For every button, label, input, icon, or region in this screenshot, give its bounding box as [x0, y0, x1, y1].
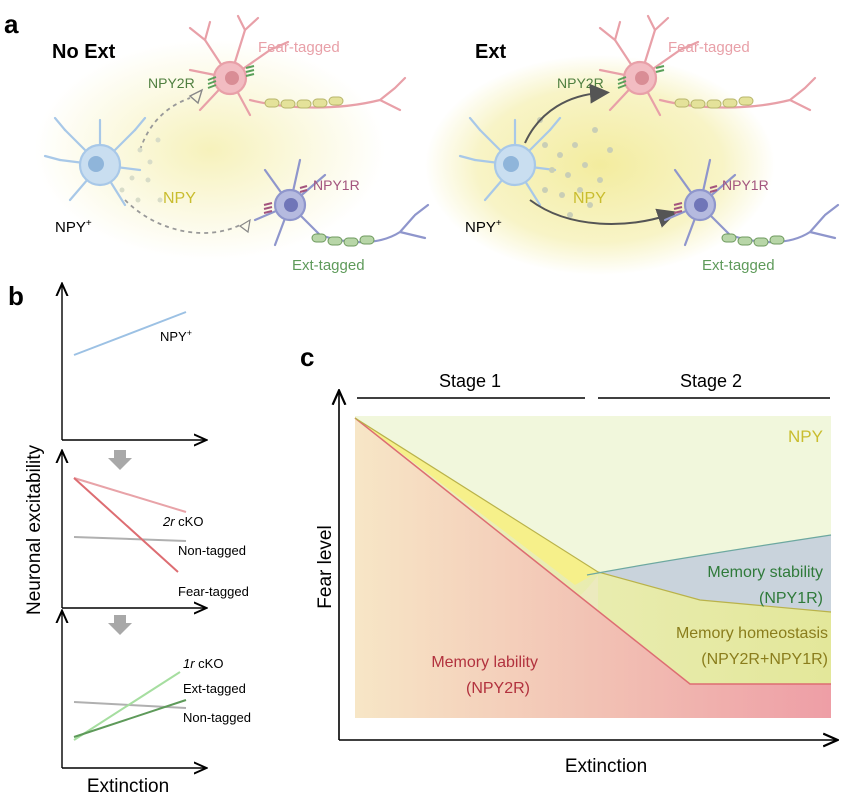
ext-axon-myelin-left — [311, 233, 375, 247]
npy-path-to-fear-left — [139, 97, 191, 151]
memory-lability-sub-label: (NPY2R) — [466, 680, 530, 697]
panel-b-top-plot: NPY+ — [62, 285, 205, 440]
fear-axon-myelin-left — [264, 96, 344, 109]
npy2r-label-left: NPY2R — [148, 75, 195, 91]
ext-tagged-label-right: Ext-tagged — [702, 257, 775, 274]
b-1r-cko-label: 1r cKO — [183, 656, 223, 671]
panel-b-xlabel: Extinction — [87, 776, 169, 797]
panel-c-plot — [339, 392, 836, 740]
npy-neuron-right — [458, 116, 562, 207]
npy2r-receptor-right — [617, 65, 665, 89]
stage-1-label: Stage 1 — [439, 371, 501, 391]
npy-plus-line — [73, 311, 187, 356]
memory-homeostasis-sub-label: (NPY2R+NPY1R) — [701, 651, 828, 668]
ext-title: Ext — [475, 41, 506, 63]
panel-b-bottom-plot: 1r cKO Ext-tagged Non-tagged — [62, 612, 251, 768]
panel-a-label: a — [4, 9, 19, 39]
fear-tagged-label-right: Fear-tagged — [668, 39, 750, 56]
ext-tagged-neuron-right — [663, 158, 840, 247]
npy-wedge — [355, 418, 598, 585]
1r-cko-line — [73, 671, 181, 741]
down-arrow-icon — [108, 450, 132, 470]
b-non-tagged-label-bot: Non-tagged — [183, 710, 251, 725]
fear-tagged-label-left: Fear-tagged — [258, 39, 340, 56]
npy1r-label-right: NPY1R — [722, 177, 769, 193]
stage-2-label: Stage 2 — [680, 371, 742, 391]
b-ext-tagged-label: Ext-tagged — [183, 681, 246, 696]
fear-tagged-neuron-right — [598, 14, 817, 117]
stability-line — [586, 534, 832, 576]
memory-homeostasis-label: Memory homeostasis — [676, 625, 828, 642]
panel-c-label: c — [300, 342, 314, 372]
npy1r-receptor-left — [263, 185, 308, 214]
npy-label-left: NPY — [163, 190, 196, 207]
panel-a-no-ext: No Ext Fear-tagged NPY2R — [35, 14, 430, 274]
npy2r-label-right: NPY2R — [557, 75, 604, 91]
npy-particles-left — [119, 137, 163, 203]
b-npy-plus-label: NPY+ — [160, 328, 192, 344]
npy-plus-label-right: NPY+ — [465, 218, 502, 236]
panel-b-ylabel: Neuronal excitability — [24, 444, 45, 615]
ext-tagged-line — [73, 699, 187, 738]
npy-region-label: NPY — [788, 427, 823, 446]
memory-stability-label: Memory stability — [707, 564, 823, 581]
b-2r-cko-label: 2r cKO — [162, 514, 203, 529]
no-ext-title: No Ext — [52, 41, 116, 63]
b-non-tagged-label-mid: Non-tagged — [178, 543, 246, 558]
npy1r-receptor-right — [673, 185, 718, 214]
fear-tagged-line — [73, 477, 179, 573]
homeostasis-line — [354, 417, 832, 613]
npy-label-right: NPY — [573, 190, 606, 207]
npy-arrow-to-fear — [524, 83, 610, 144]
b-fear-tagged-label: Fear-tagged — [178, 584, 249, 599]
npy-plus-label-left: NPY+ — [55, 218, 92, 236]
panel-c-ylabel: Fear level — [315, 525, 336, 608]
ext-tagged-neuron-left — [253, 158, 430, 247]
fear-axon-myelin-right — [674, 96, 754, 109]
panel-a-ext: Ext Fear-tagged NPY2R — [425, 14, 840, 275]
npy1r-label-left: NPY1R — [313, 177, 360, 193]
receptor-triangle-icon — [238, 218, 251, 234]
ext-axon-myelin-right — [721, 233, 785, 247]
memory-lability-region — [355, 418, 831, 718]
panel-c-xlabel: Extinction — [565, 756, 647, 777]
npy-particles-right — [537, 117, 613, 218]
npy-arrow-to-ext — [529, 199, 678, 228]
down-arrow-icon — [108, 615, 132, 635]
memory-lability-label: Memory lability — [431, 654, 538, 671]
lability-line — [354, 417, 831, 685]
non-tagged-line-mid — [73, 536, 187, 542]
npy-neuron-left — [43, 116, 147, 207]
ext-tagged-label-left: Ext-tagged — [292, 257, 365, 274]
panel-b-label: b — [8, 281, 24, 311]
receptor-triangle-icon — [188, 88, 204, 105]
npy2r-receptor-left — [207, 65, 255, 89]
npy-glow-right — [425, 55, 775, 275]
npy-path-to-ext-left — [124, 199, 241, 234]
memory-stability-sub-label: (NPY1R) — [759, 590, 823, 607]
panel-b-middle-plot: 2r cKO Non-tagged Fear-tagged — [62, 452, 249, 608]
2r-cko-line — [73, 477, 187, 513]
